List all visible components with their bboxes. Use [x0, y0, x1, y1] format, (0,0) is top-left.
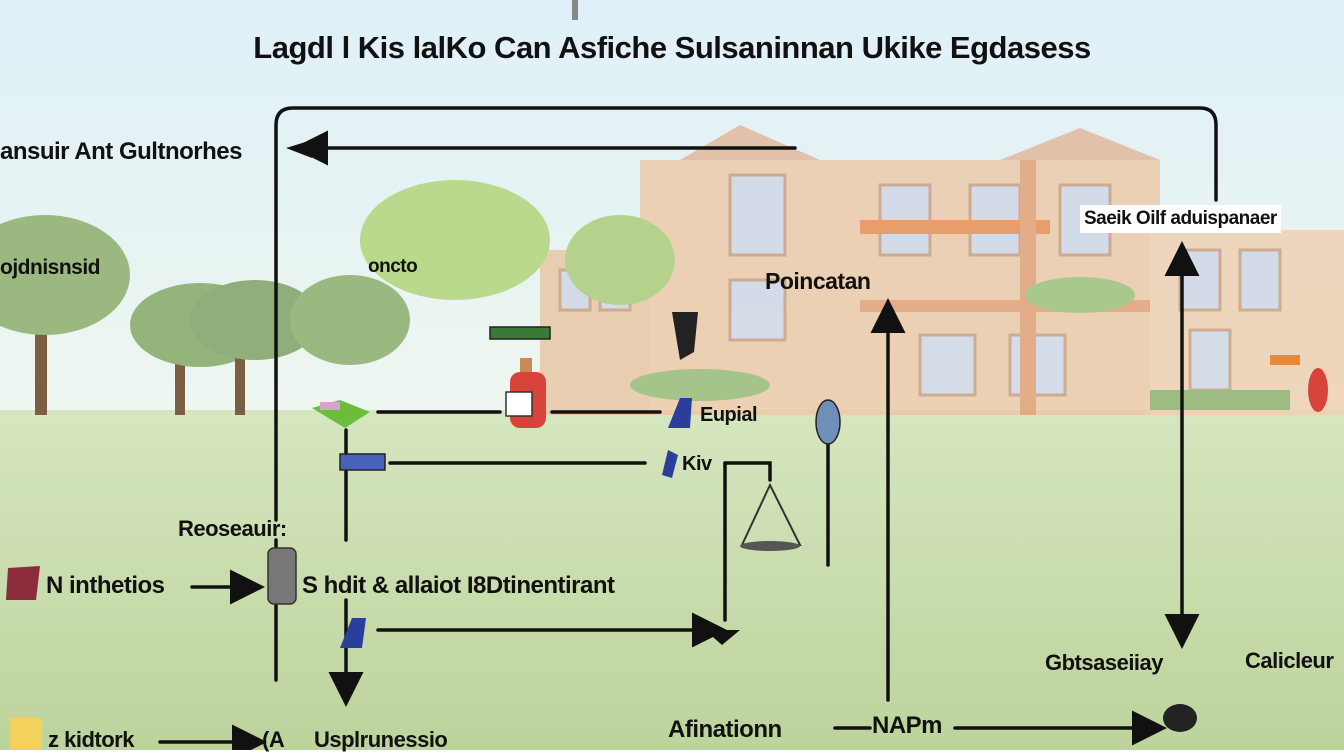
label-center-row: S hdit & allaiot I8Dtinentirant	[302, 572, 615, 599]
label-bottom-right2: NAPm	[872, 712, 943, 739]
blue-flag-icon-2	[662, 450, 678, 478]
flow-arrows	[158, 106, 1218, 750]
label-center-small: oncto	[368, 256, 418, 277]
label-bottom-center: Usplrunessio	[314, 727, 448, 752]
label-top-right: Saeik Oilf aduispanaer	[1080, 205, 1281, 233]
pin-icon	[815, 399, 841, 445]
outer-frame-line	[274, 106, 1218, 522]
label-bottom-center-prefix: (A	[262, 727, 285, 752]
cup-icon	[267, 547, 297, 605]
dark-figure-icon	[672, 312, 698, 360]
bottle-icon	[505, 358, 546, 428]
person-icon	[1308, 368, 1328, 412]
maroon-book-icon	[6, 566, 40, 600]
label-top-left: ansuir Ant Gultnorhes	[0, 138, 242, 165]
scale-hanger	[723, 461, 772, 482]
tree-pot-icon	[1270, 355, 1300, 365]
label-left-mid: Reoseauir:	[178, 516, 287, 541]
label-center-big: Poincatan	[765, 268, 871, 294]
blue-box-icon	[339, 453, 386, 471]
label-left-upper: ojdnisnsid	[0, 256, 101, 279]
trees	[0, 180, 1290, 415]
arrowhead-left-icon	[286, 140, 312, 158]
label-mid-row2: Kiv	[682, 453, 712, 475]
label-bottom-right: Afinationn	[668, 716, 782, 743]
device-icon	[312, 400, 370, 428]
blue-flag-icon-3	[340, 618, 366, 648]
green-tray-icon	[489, 326, 551, 340]
label-bottom-left: z kidtork	[48, 727, 134, 752]
yellow-box-icon	[10, 718, 42, 750]
scale-dish	[740, 541, 800, 551]
label-mid-row1: Eupial	[700, 404, 758, 426]
label-left-row: N inthetios	[46, 572, 165, 599]
label-right-edge: Calicleur	[1245, 648, 1334, 673]
dark-blob-icon	[1163, 704, 1197, 732]
top-stick-icon	[572, 0, 578, 20]
blue-flag-icon-1	[668, 398, 692, 428]
arrowhead-icon	[705, 630, 740, 645]
label-right-low: Gbtsaseiiay	[1045, 650, 1164, 675]
diagram-title: Lagdl l Kis lalKo Can Asfiche Sulsaninna…	[253, 30, 1091, 65]
